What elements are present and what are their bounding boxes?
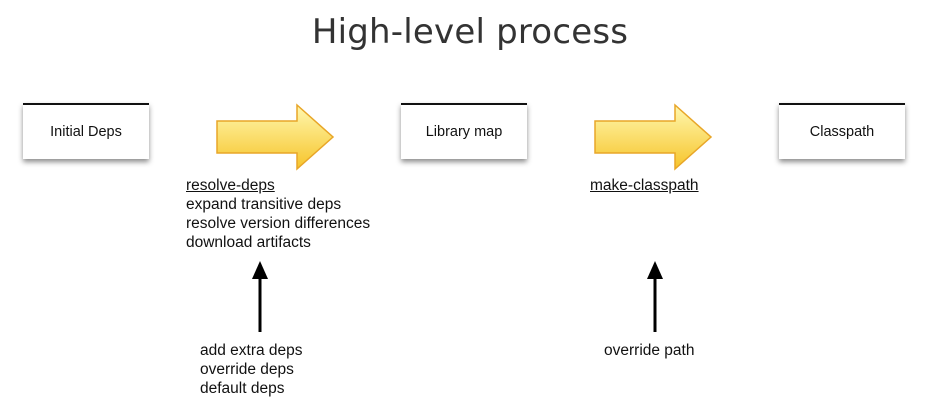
classpath-box: Classpath (779, 103, 905, 159)
step-detail-line: download artifacts (186, 234, 311, 251)
diagram-title: High-level process (311, 12, 629, 52)
make-classpath-description: make-classpath (590, 176, 699, 195)
process-arrow-right-icon (594, 103, 713, 171)
make-classpath-inputs: override path (604, 341, 694, 360)
step-detail-line: expand transitive deps (186, 196, 342, 213)
resolve-deps-description: resolve-deps expand transitive deps reso… (186, 176, 370, 252)
input-option-line: add extra deps (200, 342, 303, 359)
resolve-deps-inputs: add extra deps override deps default dep… (200, 341, 303, 398)
input-option-line: override path (604, 342, 695, 359)
step-name-resolve-deps: resolve-deps (186, 177, 275, 194)
input-option-line: override deps (200, 361, 294, 378)
step-name-make-classpath: make-classpath (590, 177, 699, 194)
arrow-up-icon (252, 261, 268, 332)
step-detail-line: resolve version differences (186, 215, 371, 232)
process-arrow-right-icon (216, 103, 335, 171)
initial-deps-box: Initial Deps (23, 103, 149, 159)
library-map-box: Library map (401, 103, 527, 159)
arrow-up-icon (647, 261, 663, 332)
input-option-line: default deps (200, 380, 285, 397)
